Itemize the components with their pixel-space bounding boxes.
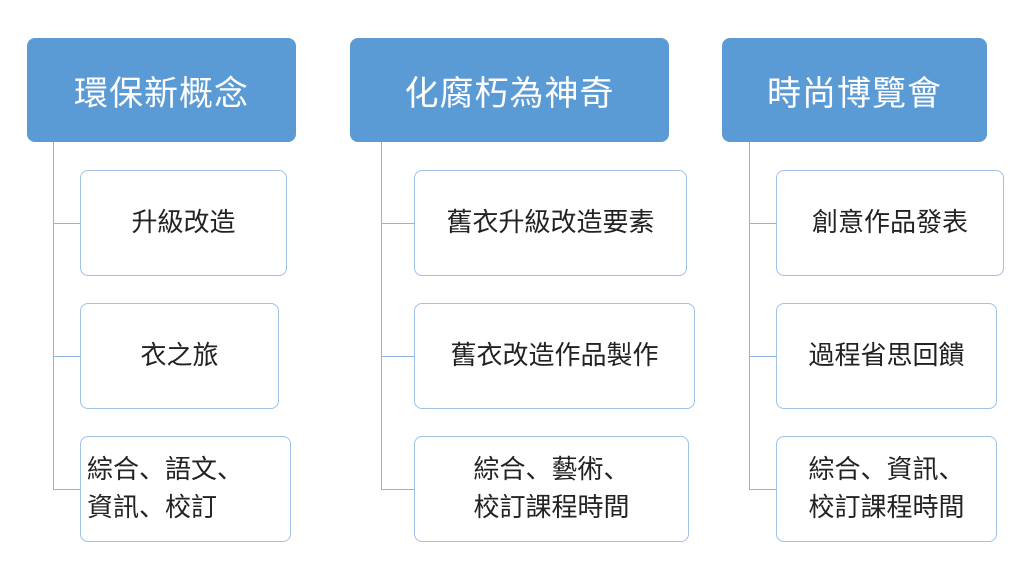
column-3-branch-3 — [749, 489, 776, 490]
column-2-branch-3 — [381, 489, 414, 490]
column-3-item-2-label: 過程省思回饋 — [808, 341, 965, 371]
column-1-item-2: 衣之旅 — [80, 303, 279, 409]
column-1-branch-2 — [53, 356, 80, 357]
column-1-item-3: 綜合、語文、 資訊、校訂 — [80, 436, 291, 542]
column-1-trunk-line — [53, 142, 54, 489]
column-1-header: 環保新概念 — [27, 38, 296, 142]
column-2-item-3-label: 綜合、藝術、 校訂課程時間 — [473, 455, 630, 523]
column-2-branch-1 — [381, 223, 414, 224]
column-2-header: 化腐朽為神奇 — [350, 38, 669, 142]
column-3-item-1: 創意作品發表 — [776, 170, 1004, 276]
column-1-branch-3 — [53, 489, 80, 490]
column-2-item-1-label: 舊衣升級改造要素 — [446, 208, 655, 238]
column-2-item-2-label: 舊衣改造作品製作 — [450, 341, 659, 371]
column-1-item-3-label: 綜合、語文、 資訊、校訂 — [87, 455, 244, 523]
column-1-item-1: 升級改造 — [80, 170, 287, 276]
column-3-item-1-label: 創意作品發表 — [811, 208, 968, 238]
column-2-item-3: 綜合、藝術、 校訂課程時間 — [414, 436, 689, 542]
column-1-item-1-label: 升級改造 — [131, 208, 236, 238]
column-1-branch-1 — [53, 223, 80, 224]
column-2-item-2: 舊衣改造作品製作 — [414, 303, 695, 409]
column-3-item-3-label: 綜合、資訊、 校訂課程時間 — [808, 455, 965, 523]
column-3-item-3: 綜合、資訊、 校訂課程時間 — [776, 436, 997, 542]
column-2-item-1: 舊衣升級改造要素 — [414, 170, 687, 276]
column-3-branch-2 — [749, 356, 776, 357]
column-3-trunk-line — [749, 142, 750, 489]
column-3-branch-1 — [749, 223, 776, 224]
column-2-branch-2 — [381, 356, 414, 357]
column-3-header: 時尚博覽會 — [722, 38, 987, 142]
column-2-trunk-line — [381, 142, 382, 489]
column-3-item-2: 過程省思回饋 — [776, 303, 997, 409]
column-1-item-2-label: 衣之旅 — [140, 341, 219, 371]
